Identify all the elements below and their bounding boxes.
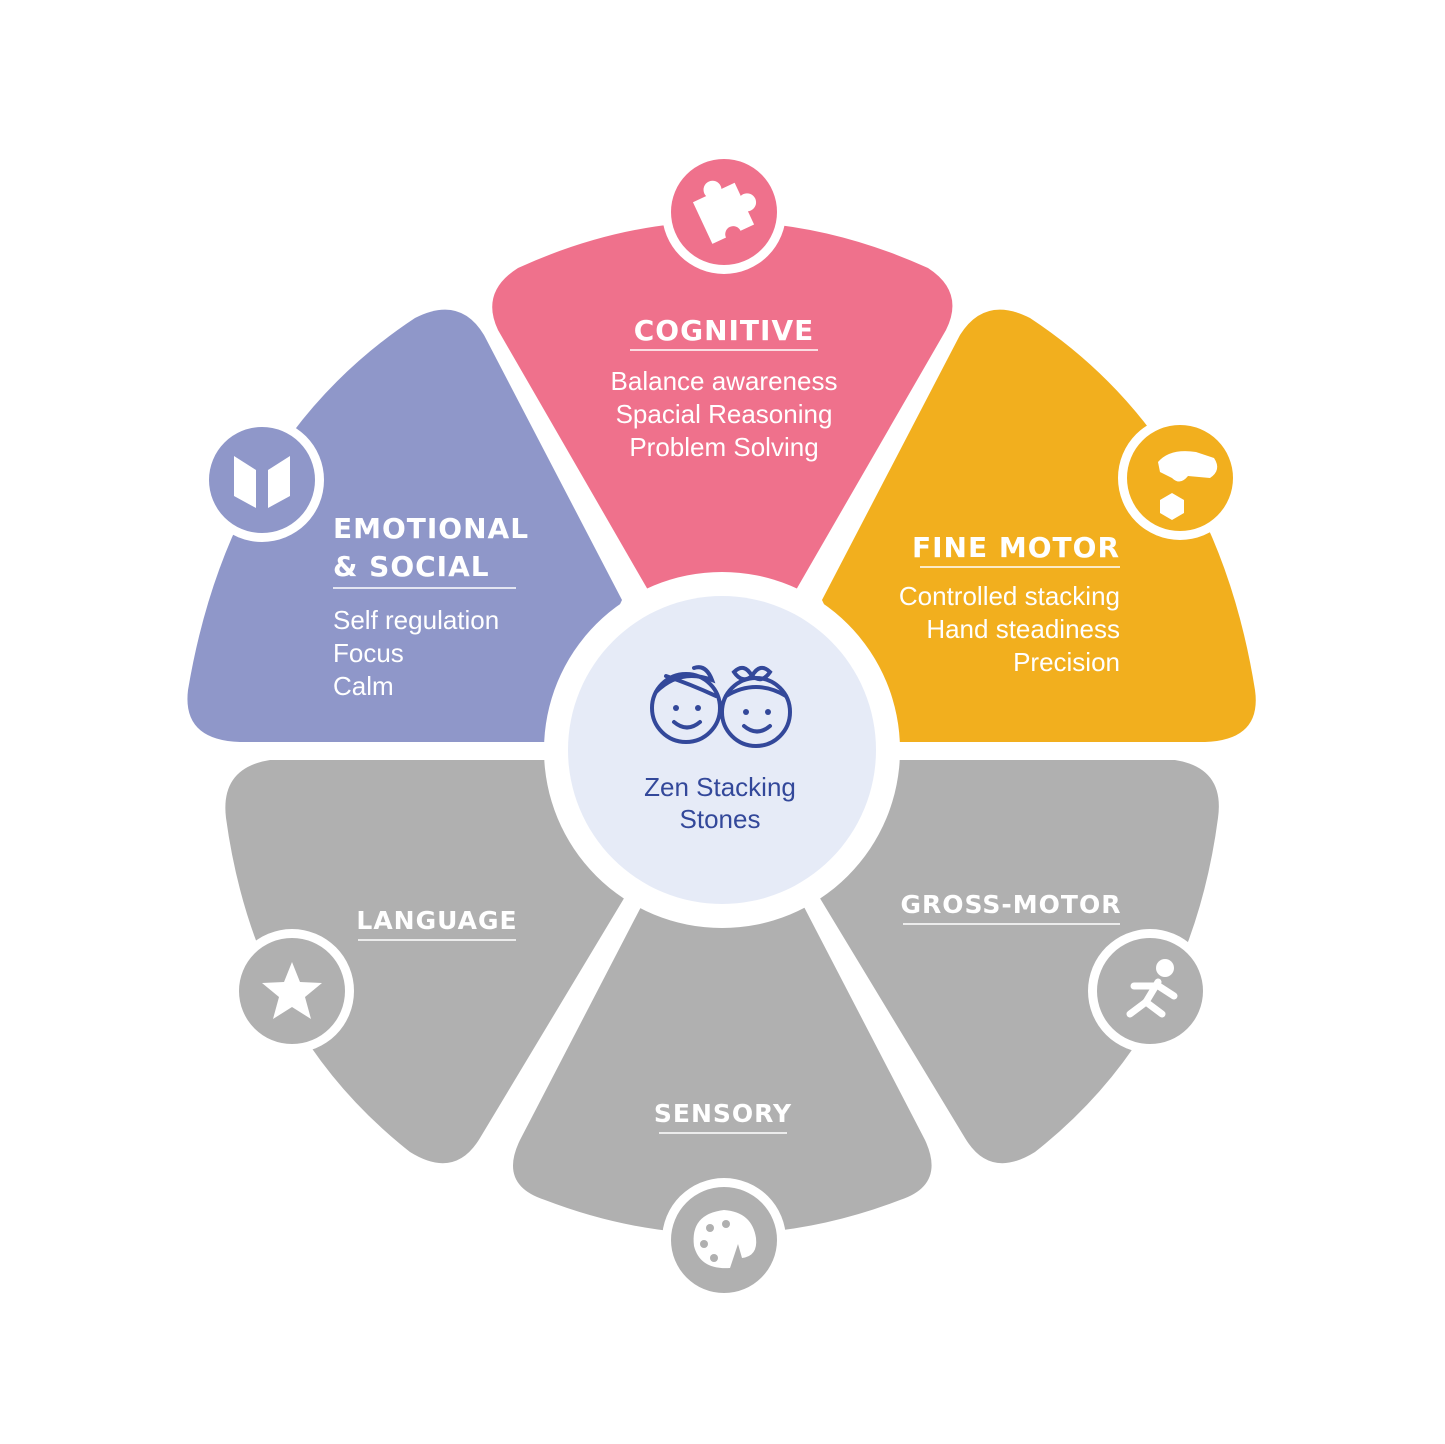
fine-motor-item: Precision [1013,647,1120,677]
cognitive-item: Balance awareness [611,366,838,396]
cognitive-title: COGNITIVE [634,314,815,347]
center-title-line1: Zen Stacking [644,772,796,802]
cognitive-badge[interactable] [662,150,786,274]
fine-motor-item: Hand steadiness [926,614,1120,644]
kids-faces-icon [650,665,792,748]
emotional-social-item: Calm [333,671,394,701]
puzzle-piece-icon [692,180,757,244]
gross-motor-badge[interactable] [1088,929,1212,1053]
petal-cognitive[interactable] [492,221,953,591]
petal-sensory[interactable] [512,905,932,1234]
emotional-social-badge[interactable] [200,418,324,542]
hand-holding-block-icon [1158,451,1218,520]
fine-motor-item: Controlled stacking [899,581,1120,611]
emotional-social-item: Self regulation [333,605,499,635]
petal-emotional-social[interactable] [187,309,622,742]
petal-fine-motor[interactable] [822,309,1256,742]
emotional-social-title-line2: & SOCIAL [333,550,490,583]
petal-language[interactable] [225,760,626,1164]
language-title: LANGUAGE [356,906,517,935]
center-title-line2: Stones [680,804,761,834]
sensory-badge[interactable] [662,1178,786,1302]
fine-motor-title: FINE MOTOR [912,531,1120,564]
cognitive-item: Problem Solving [629,432,818,462]
gross-motor-title: GROSS-MOTOR [901,890,1122,919]
sensory-title: SENSORY [654,1099,792,1128]
open-book-icon [234,456,290,508]
center-circle[interactable] [568,596,876,904]
emotional-social-item: Focus [333,638,404,668]
language-badge[interactable] [230,929,354,1053]
running-person-icon [1126,959,1178,1018]
petal-gross-motor[interactable] [818,760,1219,1164]
emotional-social-title-line1: EMOTIONAL [333,512,529,545]
fine-motor-badge[interactable] [1118,416,1242,540]
star-icon [262,962,322,1019]
paint-palette-icon [693,1210,757,1269]
cognitive-item: Spacial Reasoning [616,399,833,429]
